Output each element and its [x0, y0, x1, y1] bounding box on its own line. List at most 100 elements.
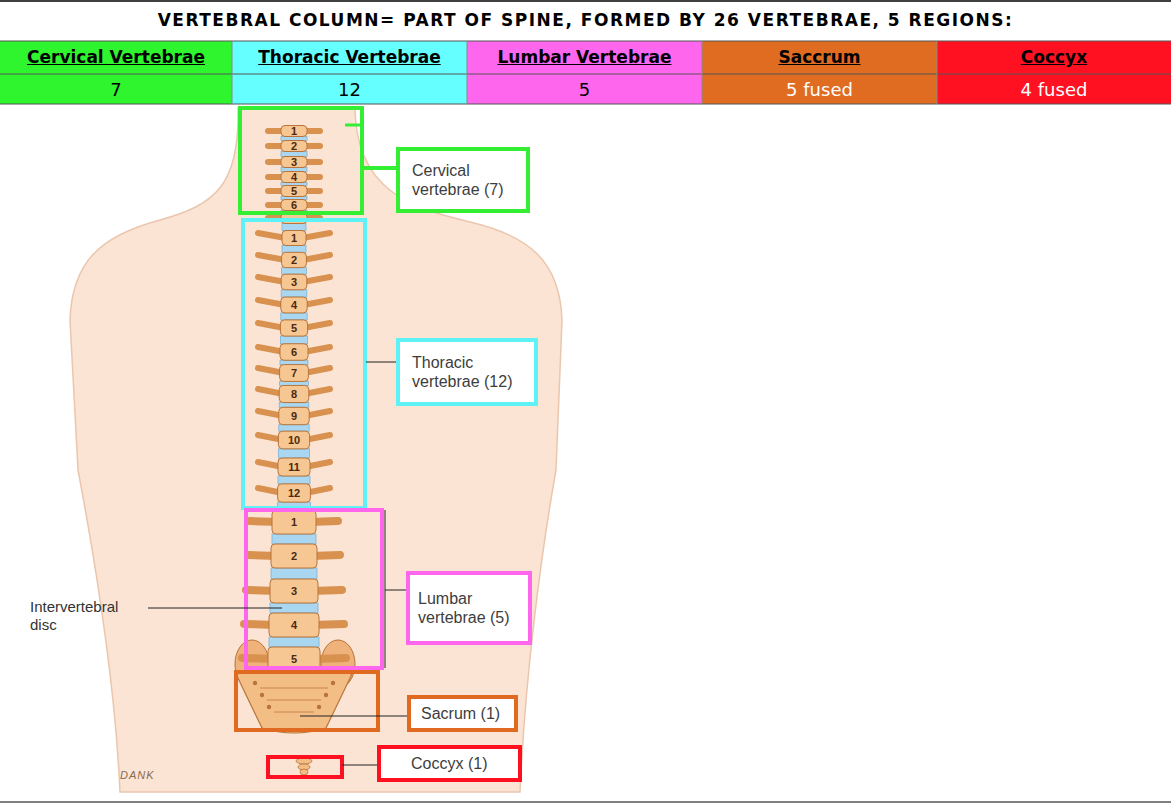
transverse-process — [258, 233, 286, 238]
callout-box: Coccyx (1) — [377, 745, 522, 782]
region-frame — [246, 510, 382, 668]
region-frame — [236, 672, 378, 730]
vertebra — [281, 126, 307, 137]
vertebra — [278, 458, 310, 476]
vertebra — [282, 231, 306, 246]
leader-line — [385, 590, 406, 591]
vertebra-number: 5 — [291, 323, 297, 334]
vertebra — [281, 297, 307, 313]
table-header: Cervical Vertebrae — [0, 42, 232, 73]
leader-tick — [345, 125, 362, 131]
intervertebral-disc — [281, 313, 307, 320]
vertebra-number: 1 — [291, 233, 297, 244]
intervertebral-disc — [278, 449, 309, 458]
sacral-foramen — [260, 693, 264, 697]
intervertebral-disc — [279, 425, 309, 431]
vertebra-number: 10 — [288, 435, 300, 446]
table-cell-ground — [937, 41, 1171, 104]
intervertebral-disc — [280, 336, 307, 344]
vertebra — [281, 186, 307, 197]
intervertebral-disc — [279, 403, 309, 408]
intervertebral-disc — [278, 476, 310, 484]
vertebra-number: 3 — [291, 277, 297, 288]
vertebra-number: 8 — [291, 389, 297, 400]
region-frame — [240, 108, 362, 213]
intervertebral-disc — [269, 637, 319, 647]
intervertebral-disc — [272, 534, 316, 544]
table-ground — [0, 41, 1171, 104]
table-cell-ground — [702, 41, 937, 104]
intervertebral-disc — [282, 268, 307, 275]
intervertebral-disc — [280, 381, 309, 385]
table-cell-ground — [232, 41, 467, 104]
intervertebral-disc — [280, 360, 308, 364]
callout-label: Sacrum (1) — [421, 704, 504, 723]
vertebra-number: 11 — [288, 462, 300, 473]
title: VERTEBRAL COLUMN= PART OF SPINE, FORMED … — [0, 0, 1171, 40]
vertebra — [280, 320, 307, 336]
vertebra-number: 3 — [291, 586, 297, 597]
part-label: Intervertebral disc — [30, 598, 142, 634]
table-cell-ground — [467, 41, 702, 104]
vertebra-number: 9 — [291, 411, 297, 422]
vertebra-number: 1 — [291, 126, 297, 137]
table-cell: 5 — [467, 75, 702, 104]
leader-line — [362, 166, 396, 170]
vertebra-number: 2 — [291, 255, 297, 266]
vertebra-number: 1 — [291, 517, 297, 528]
vertebra — [281, 200, 307, 211]
vertebra — [279, 407, 309, 424]
callout-box: Thoracic vertebrae (12) — [396, 338, 538, 406]
vertebra — [280, 365, 309, 382]
region-frames — [236, 108, 382, 777]
sacral-foramen — [317, 705, 321, 709]
vertebra — [279, 385, 309, 402]
signature: DANK — [120, 769, 155, 781]
vertebra-number: 4 — [291, 300, 297, 311]
table-rule — [0, 74, 1171, 75]
vertebra-number: 4 — [291, 620, 297, 631]
region-frame — [268, 757, 342, 777]
table-rule — [0, 104, 1171, 105]
table-header: Saccrum — [702, 42, 937, 73]
vertebra — [281, 141, 307, 152]
table-cell: 12 — [232, 75, 467, 104]
leader-line — [300, 716, 407, 717]
sacral-foramen — [253, 681, 257, 685]
vertebra — [281, 157, 307, 168]
vertebra-number: 5 — [291, 186, 297, 197]
sacral-ridge — [274, 712, 314, 713]
leader-line — [366, 362, 396, 363]
vertebra-number: 7 — [291, 368, 297, 379]
back-silhouette — [70, 108, 562, 792]
table-cell-ground — [0, 41, 232, 104]
leader-line — [148, 608, 282, 609]
coccyx-bone — [300, 769, 308, 775]
vertebra — [278, 484, 311, 502]
vertebra — [270, 579, 318, 603]
sacral-foramen — [324, 693, 328, 697]
top-rule — [0, 0, 1171, 2]
vertebra — [271, 544, 317, 568]
intervertebral-disc — [282, 224, 306, 231]
vertebra-number: 4 — [291, 172, 297, 183]
leader-line — [342, 765, 377, 766]
intervertebral-disc — [282, 246, 306, 253]
table-rule — [467, 41, 468, 104]
callout-box: Cervical vertebrae (7) — [396, 147, 530, 213]
callout-label: Cervical vertebrae (7) — [412, 161, 516, 199]
sacral-foramen — [331, 681, 335, 685]
table-rule — [702, 41, 703, 104]
vertebra — [281, 172, 307, 183]
sacral-ridge — [267, 700, 321, 701]
callout-label: Thoracic vertebrae (12) — [412, 353, 524, 391]
table-header: Lumbar Vertebrae — [467, 42, 702, 73]
vertebra — [280, 344, 308, 361]
spine-drawing — [235, 126, 355, 776]
vertebra-number: 6 — [291, 200, 297, 211]
vertebra — [281, 274, 307, 290]
region-frame — [243, 220, 365, 508]
